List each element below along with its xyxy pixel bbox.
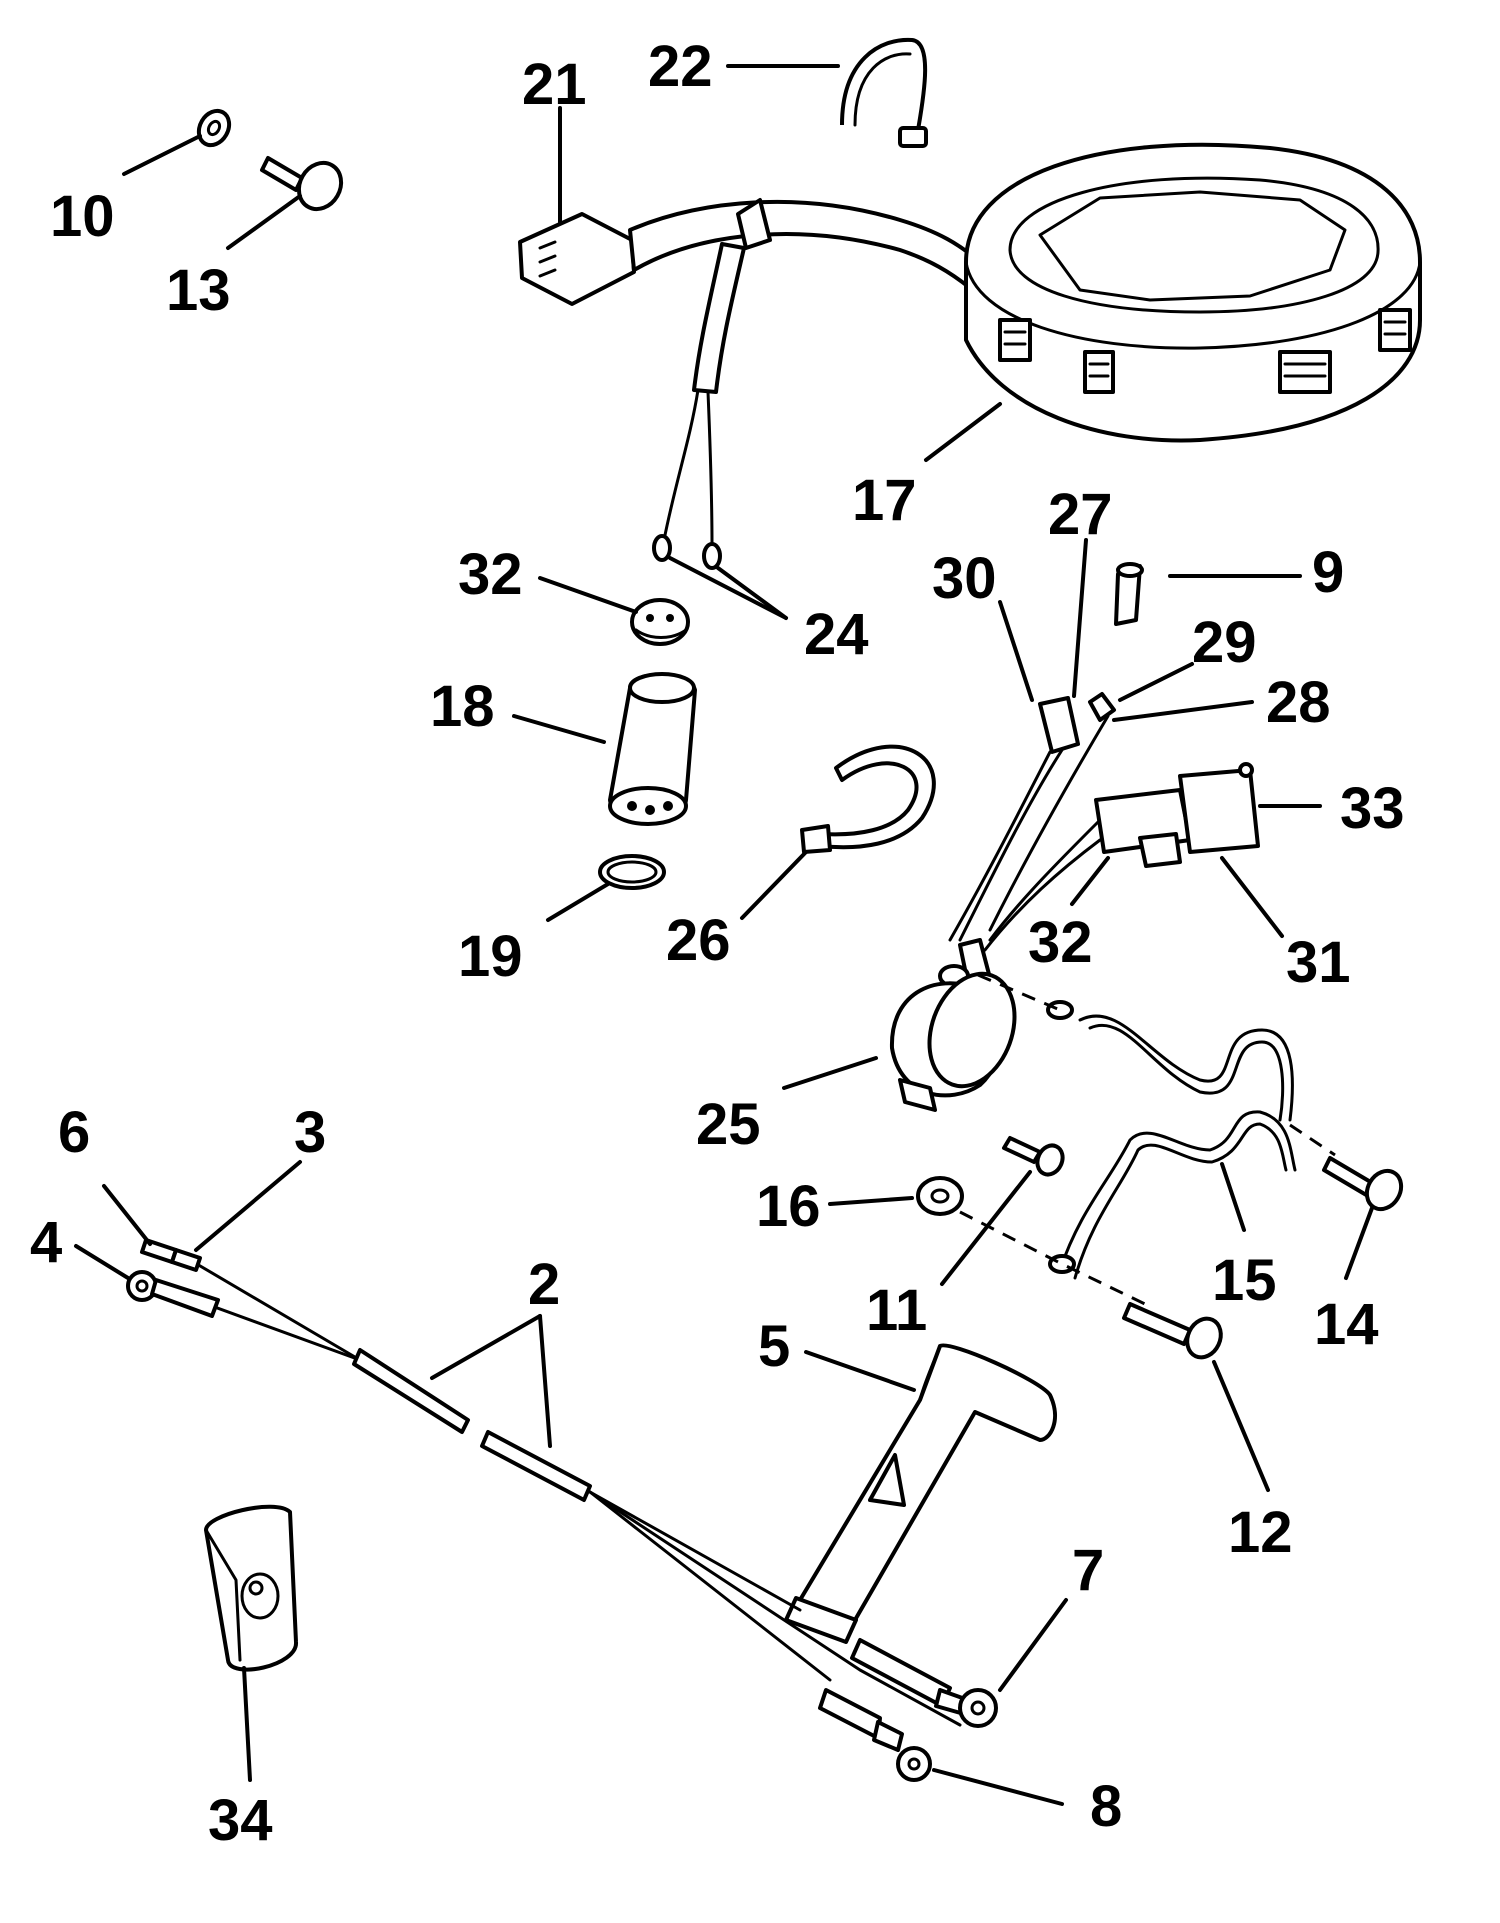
leader-26 — [740, 850, 808, 920]
callout-22: 22 — [648, 34, 713, 99]
part-18-capsule — [608, 672, 697, 826]
leader-4 — [74, 1244, 130, 1280]
leader-32b — [1070, 856, 1110, 906]
part-11-screw — [1002, 1136, 1065, 1177]
callout-24: 24 — [804, 602, 869, 667]
callout-6: 6 — [58, 1100, 90, 1165]
callout-31: 31 — [1286, 930, 1351, 995]
leader-24b — [716, 566, 788, 620]
alignment-line-right — [1289, 1123, 1336, 1157]
leader-34 — [242, 1666, 252, 1782]
callout-labels: 22 21 10 13 17 32 24 18 19 26 30 27 9 29… — [30, 34, 1405, 1853]
leader-6 — [102, 1184, 152, 1246]
part-8-ring-terminal — [818, 1688, 932, 1782]
leader-14 — [1344, 1206, 1374, 1280]
part-22-strap — [840, 37, 928, 148]
alignment-line-lower — [959, 1210, 1146, 1306]
callout-13: 13 — [166, 258, 231, 323]
callout-33: 33 — [1340, 776, 1405, 841]
callout-3: 3 — [294, 1100, 326, 1165]
callout-34: 34 — [208, 1788, 273, 1853]
leader-28 — [1112, 700, 1254, 722]
leader-lines — [74, 64, 1374, 1806]
part-25-harness-wires — [948, 692, 1116, 952]
leader-13 — [226, 194, 302, 250]
part-10-washer — [196, 108, 232, 148]
callout-17: 17 — [852, 468, 917, 533]
leader-25 — [782, 1056, 878, 1090]
callout-4: 4 — [30, 1210, 62, 1275]
callout-5: 5 — [758, 1314, 790, 1379]
part-25-coil — [889, 938, 1017, 1112]
leader-5 — [804, 1350, 916, 1392]
part-26-tie-strap — [800, 744, 936, 854]
leader-11 — [940, 1170, 1032, 1286]
part-15-bracket — [1046, 1000, 1297, 1280]
callout-2: 2 — [528, 1252, 560, 1317]
callout-16: 16 — [756, 1174, 821, 1239]
leader-19 — [546, 882, 610, 922]
leader-8 — [932, 1768, 1064, 1806]
part-13-screw — [260, 156, 344, 212]
leader-29 — [1118, 662, 1194, 702]
leader-10 — [122, 134, 202, 176]
part-9-pin — [1114, 562, 1144, 626]
part-5-clip — [784, 1343, 1057, 1644]
part-7-ring-terminal — [850, 1638, 998, 1728]
callout-10: 10 — [50, 184, 115, 249]
leader-18 — [512, 714, 606, 744]
callout-18: 18 — [430, 674, 495, 739]
leader-32a — [538, 576, 638, 614]
part-19-o-ring — [598, 854, 666, 890]
part-12-screw — [1122, 1302, 1223, 1360]
leader-17 — [924, 402, 1002, 462]
leader-27 — [1072, 538, 1088, 698]
part-4-ring-terminal — [126, 1270, 220, 1318]
part-32-grommet — [630, 598, 690, 646]
leader-24a — [668, 556, 788, 620]
callout-26: 26 — [666, 908, 731, 973]
callout-29: 29 — [1192, 610, 1257, 675]
callout-27: 27 — [1048, 482, 1113, 547]
callout-30: 30 — [932, 546, 997, 611]
part-34-decal — [204, 1504, 298, 1672]
callout-11: 11 — [866, 1278, 927, 1343]
leader-15 — [1220, 1162, 1246, 1232]
leader-2a — [430, 1314, 542, 1380]
callout-14: 14 — [1314, 1292, 1379, 1357]
callout-21: 21 — [522, 52, 587, 117]
part-16-spacer — [916, 1176, 964, 1216]
callout-32-lower: 32 — [1028, 910, 1093, 975]
alignment-line-upper — [977, 973, 1061, 1012]
leader-12 — [1212, 1360, 1270, 1492]
leader-7 — [998, 1598, 1068, 1692]
callout-28: 28 — [1266, 670, 1331, 735]
callout-9: 9 — [1312, 540, 1344, 605]
callout-15: 15 — [1212, 1248, 1277, 1313]
leader-16 — [828, 1196, 914, 1206]
callout-7: 7 — [1072, 1538, 1104, 1603]
part-21-connector-harness — [518, 198, 982, 570]
leader-31 — [1220, 856, 1284, 938]
part-14-screw — [1322, 1156, 1404, 1212]
part-2-wire-assembly — [166, 1258, 962, 1727]
callout-19: 19 — [458, 924, 523, 989]
callout-12: 12 — [1228, 1500, 1293, 1565]
part-17-stator — [964, 142, 1422, 443]
leader-3 — [194, 1160, 302, 1252]
callout-25: 25 — [696, 1092, 761, 1157]
part-32-connector-small — [1138, 832, 1182, 868]
callout-8: 8 — [1090, 1774, 1122, 1839]
leader-2b — [538, 1314, 552, 1448]
callout-32-top: 32 — [458, 542, 523, 607]
leader-30 — [998, 600, 1034, 702]
